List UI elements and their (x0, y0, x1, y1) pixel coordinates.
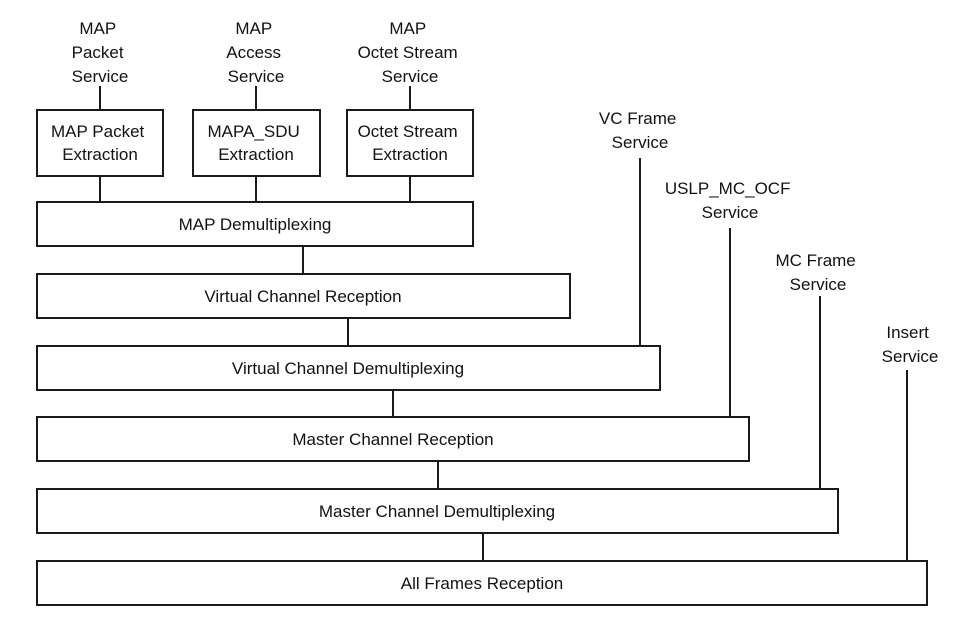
mc-frame-service-label: MC Frame Service (775, 251, 860, 294)
virtual-channel-reception-label: Virtual Channel Reception (204, 287, 401, 306)
mapa-sdu-extraction-label: MAPA_SDU Extraction (208, 122, 305, 164)
all-frames-reception-box: All Frames Reception (36, 560, 928, 606)
master-channel-demultiplexing-label: Master Channel Demultiplexing (319, 502, 555, 521)
master-channel-reception-label: Master Channel Reception (292, 430, 493, 449)
insert-service-label: Insert Service (882, 323, 939, 366)
octet-stream-extraction-label: Octet Stream Extraction (358, 122, 463, 164)
mapa-sdu-extraction-box: MAPA_SDU Extraction (192, 109, 321, 177)
map-packet-extraction-label: MAP Packet Extraction (51, 122, 149, 164)
connectors (99, 86, 908, 561)
all-frames-reception-label: All Frames Reception (401, 574, 564, 593)
map-demultiplexing-box: MAP Demultiplexing (36, 201, 474, 247)
map-packet-extraction-box: MAP Packet Extraction (36, 109, 164, 177)
uslp-mc-ocf-service-label: USLP_MC_OCF Service (665, 179, 795, 222)
master-channel-demultiplexing-box: Master Channel Demultiplexing (36, 488, 839, 534)
map-demultiplexing-label: MAP Demultiplexing (179, 215, 332, 234)
virtual-channel-demultiplexing-label: Virtual Channel Demultiplexing (232, 359, 464, 378)
vc-frame-service-label: VC Frame Service (599, 109, 681, 152)
map-octet-stream-service-label: MAP Octet Stream Service (358, 19, 463, 86)
master-channel-reception-box: Master Channel Reception (36, 416, 750, 462)
octet-stream-extraction-box: Octet Stream Extraction (346, 109, 474, 177)
map-packet-service-label: MAP Packet Service (72, 19, 129, 86)
virtual-channel-reception-box: Virtual Channel Reception (36, 273, 571, 319)
virtual-channel-demultiplexing-box: Virtual Channel Demultiplexing (36, 345, 661, 391)
map-access-service-label: MAP Access Service (226, 19, 286, 86)
